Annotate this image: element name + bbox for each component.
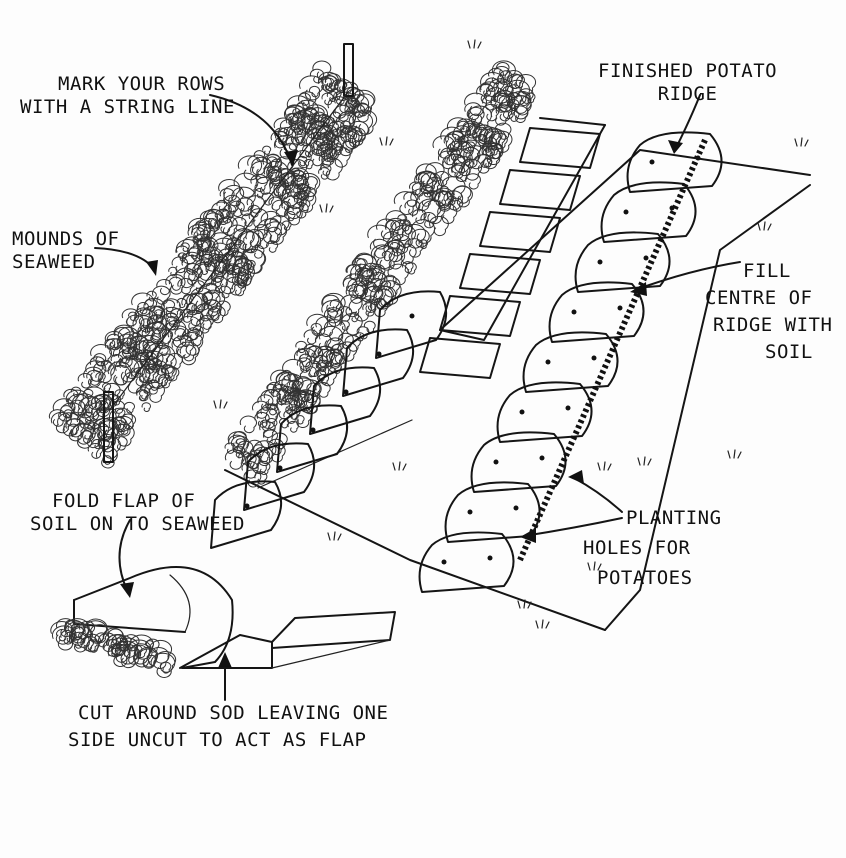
seaweed-mound-left (48, 60, 378, 469)
label-line: seaweed (12, 251, 96, 273)
label-line: Cut around sod leaving one (78, 702, 389, 724)
label-planting-holes: Planting holes for potatoes (583, 503, 722, 593)
sod-row-left (210, 290, 447, 549)
label-finished-ridge: Finished potato ridge (598, 60, 777, 106)
label-line: Finished potato (598, 60, 778, 82)
label-fold-flap: Fold flap of soil on to seaweed (30, 490, 245, 536)
callout-arrows (94, 94, 741, 701)
label-mounds: Mounds of seaweed (12, 228, 119, 274)
label-mark-rows: Mark your rows with a string line (20, 73, 235, 119)
grass-tufts (213, 39, 809, 629)
label-cut-around: Cut around sod leaving one side uncut to… (68, 700, 389, 754)
seaweed-mound-middle (224, 60, 537, 488)
label-line: Planting (626, 507, 722, 529)
finished-potato-ridge (418, 131, 723, 593)
ground-strips (224, 117, 811, 631)
label-line: ridge with (713, 314, 833, 336)
label-line: potatoes (597, 567, 693, 589)
label-line: centre of (705, 287, 813, 309)
label-line: with a string line (20, 96, 235, 118)
label-line: Mark your rows (58, 73, 226, 95)
cut-sod-blocks (419, 127, 601, 379)
flap-detail (50, 566, 396, 678)
label-line: soil (765, 341, 813, 363)
label-fill-centre: Fill centre of ridge with soil (705, 258, 832, 366)
label-line: side uncut to act as flap (68, 729, 367, 751)
label-line: Mounds of (12, 228, 120, 250)
label-line: holes for (583, 537, 691, 559)
string-line-stakes (103, 43, 354, 463)
label-line: Fold flap of (52, 490, 196, 512)
label-line: ridge (657, 83, 718, 105)
label-line: soil on to seaweed (30, 513, 245, 535)
label-line: Fill (743, 260, 791, 282)
